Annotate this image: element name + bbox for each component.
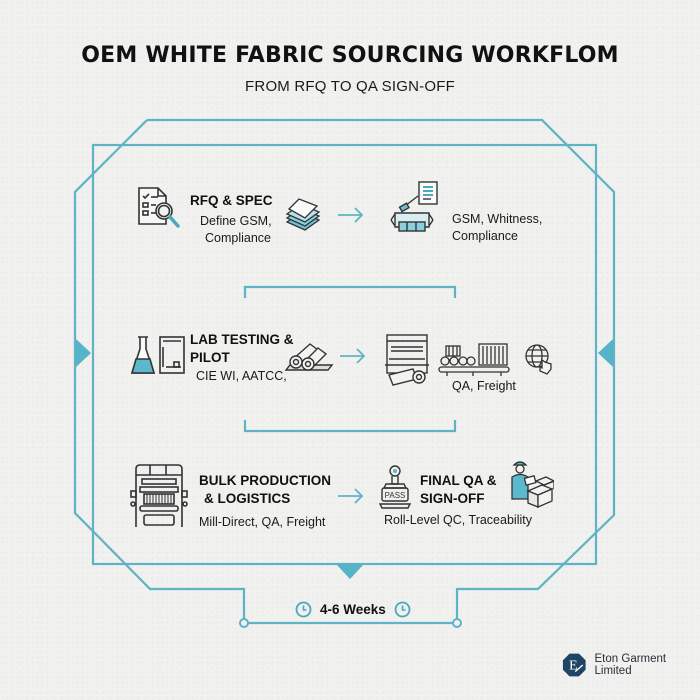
step-detail: Mill-Direct, QA, Freight — [199, 515, 326, 529]
step-spec-output: GSM, Whitness, Compliance — [452, 211, 542, 245]
step-heading: FINAL QA & — [420, 473, 497, 488]
document-search-icon — [138, 187, 180, 228]
step-final: FINAL QA & SIGN-OFF — [420, 472, 497, 508]
arrow-right-icon — [338, 488, 364, 504]
arrow-right-icon — [338, 207, 364, 223]
fabric-stack-icon — [285, 198, 321, 231]
timeline-duration: 4-6 Weeks — [295, 598, 411, 620]
step-detail: GSM, Whitness, — [452, 212, 543, 226]
stamp-text: PASS — [385, 491, 406, 500]
top-bracket — [243, 285, 457, 298]
clock-icon — [295, 601, 312, 617]
step-heading: LAB TESTING & — [190, 332, 294, 347]
loom-icon — [385, 334, 429, 386]
timeline-node-left — [239, 618, 249, 628]
right-triangle-marker — [598, 339, 613, 367]
step-heading: PILOT — [190, 350, 230, 365]
step-detail: QA, Freight — [452, 379, 516, 393]
step-bulk: BULK PRODUCTION & LOGISTICS Mill-Direct,… — [199, 472, 331, 531]
spec-machine-icon — [390, 181, 438, 232]
step-detail: Roll-Level QC, Traceability — [384, 513, 532, 527]
bottom-triangle-marker — [336, 564, 364, 579]
step-heading: RFQ & SPEC — [190, 193, 273, 208]
lab-flask-icon — [130, 336, 185, 374]
fabric-rolls-icon — [284, 343, 334, 371]
clock-icon — [394, 601, 411, 617]
step-detail: CIE WI, AATCC, — [196, 369, 287, 383]
arrow-right-icon — [340, 348, 366, 364]
step-final-detail: Roll-Level QC, Traceability — [384, 512, 532, 529]
production-machine-icon — [130, 464, 188, 527]
step-detail: Compliance — [205, 231, 272, 245]
step-detail: Compliance — [452, 229, 519, 243]
step-heading: SIGN-OFF — [420, 491, 485, 506]
timeline-node-right — [452, 618, 462, 628]
brand-logo: E Eton Garment Limited — [562, 652, 700, 678]
inspector-boxes-icon — [511, 461, 554, 508]
eton-logo-icon: E — [562, 653, 586, 677]
step-pilot-output: QA, Freight — [452, 378, 516, 395]
step-rfq: RFQ & SPEC Define GSM, Compliance — [190, 192, 273, 247]
conveyor-icon — [438, 343, 510, 376]
step-detail: Define GSM, — [200, 214, 272, 228]
step-lab: LAB TESTING & PILOT CIE WI, AATCC, — [190, 331, 294, 385]
step-heading: BULK PRODUCTION — [199, 473, 331, 488]
pass-stamp-icon: PASS — [378, 465, 412, 509]
duration-label: 4-6 Weeks — [320, 601, 386, 617]
brand-name: Eton Garment Limited — [594, 653, 667, 677]
outer-octagon-frame — [147, 118, 616, 623]
page-title: OEM WHITE FABRIC SOURCING WORKFLOM — [81, 43, 619, 68]
globe-click-icon — [525, 344, 552, 375]
step-heading: & LOGISTICS — [204, 491, 291, 506]
svg-text:E: E — [569, 658, 578, 674]
bottom-bracket — [243, 420, 457, 433]
page-subtitle: FROM RFQ TO QA SIGN-OFF — [245, 78, 455, 95]
left-triangle-marker — [76, 339, 91, 367]
